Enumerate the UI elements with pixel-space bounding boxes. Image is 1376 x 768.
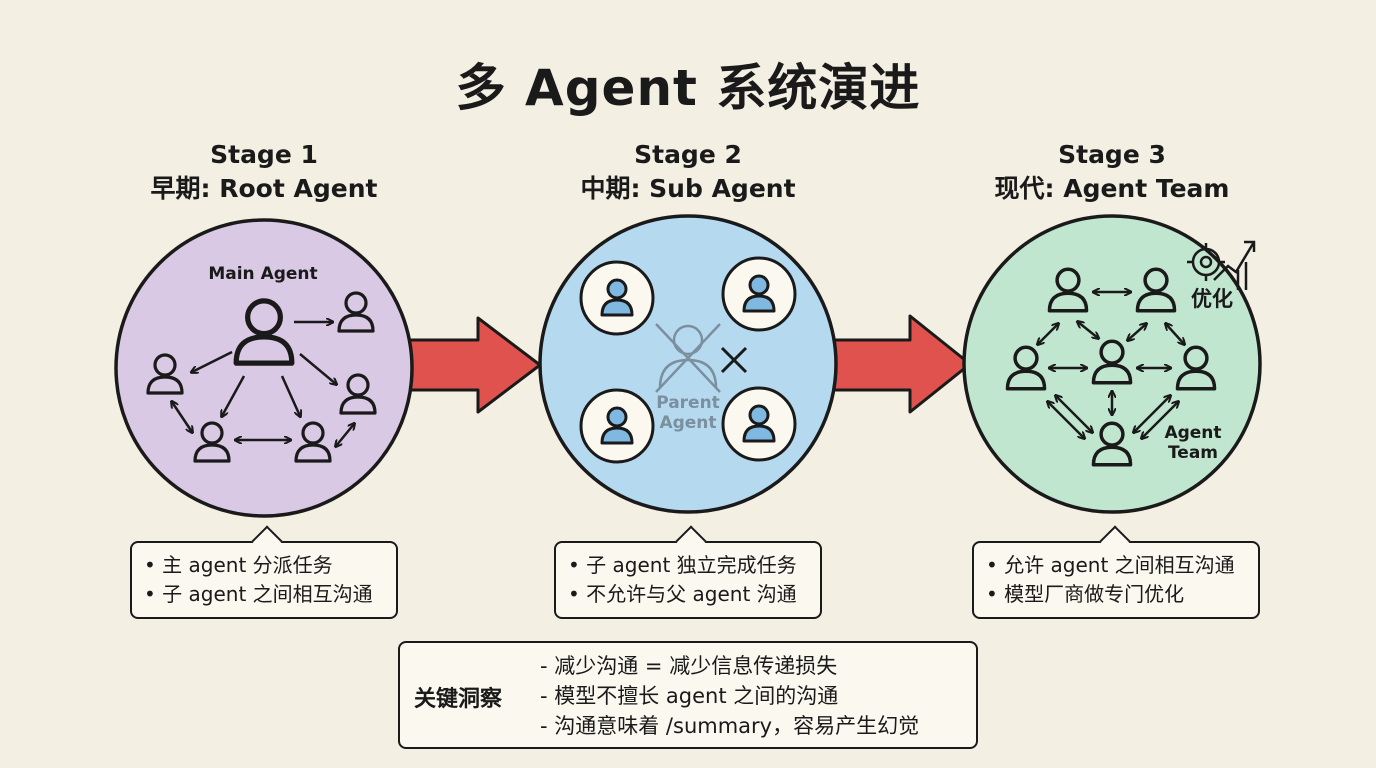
main-agent-label: Main Agent	[208, 264, 317, 284]
stage-1-header: Stage 1 早期: Root Agent	[84, 138, 444, 206]
gear-growth-icon	[1187, 240, 1256, 290]
arrow-stage2-to-stage3	[832, 314, 972, 414]
cross-icon	[720, 346, 748, 374]
stage-1-bullet: • 子 agent 之间相互沟通	[144, 582, 373, 606]
stage-1-bullet: • 主 agent 分派任务	[144, 553, 333, 577]
stage-1-number: Stage 1	[210, 140, 318, 169]
stage-1-name: 早期: Root Agent	[150, 174, 378, 203]
stage-3-circle: Agent Team 优化	[962, 214, 1262, 514]
stage-3-connections	[1038, 292, 1184, 414]
stage-3-header: Stage 3 现代: Agent Team	[932, 138, 1292, 206]
arrow-stage1-to-stage2	[408, 316, 542, 414]
stage-2-name: 中期: Sub Agent	[580, 174, 796, 203]
key-insight-list: - 减少沟通 = 减少信息传递损失 - 模型不擅长 agent 之间的沟通 - …	[540, 651, 919, 741]
key-insight-box: 关键洞察 - 减少沟通 = 减少信息传递损失 - 模型不擅长 agent 之间的…	[398, 641, 978, 749]
stage-2-number: Stage 2	[634, 140, 742, 169]
agent-team-label-line2: Team	[1168, 443, 1218, 463]
stage-1-connections	[172, 322, 354, 446]
key-insight-item: - 减少沟通 = 减少信息传递损失	[540, 654, 838, 678]
stage-2-bullet: • 不允许与父 agent 沟通	[568, 582, 797, 606]
agent-team-label-line1: Agent	[1164, 423, 1221, 443]
optimize-label: 优化	[1191, 287, 1233, 311]
stage-3-bullet: • 允许 agent 之间相互沟通	[986, 553, 1235, 577]
parent-agent-label-line2: Agent	[659, 413, 716, 433]
key-insight-label: 关键洞察	[414, 687, 503, 712]
key-insight-item: - 模型不擅长 agent 之间的沟通	[540, 684, 839, 708]
stage-2-circle: Parent Agent	[538, 214, 838, 514]
key-insight-item: - 沟通意味着 /summary，容易产生幻觉	[540, 714, 920, 738]
isolated-agent-4	[721, 386, 797, 462]
stage-3-double-links	[1048, 396, 1178, 438]
stage-3-name: 现代: Agent Team	[994, 174, 1230, 203]
stage-3-bullet: • 模型厂商做专门优化	[986, 582, 1185, 606]
isolated-agent-3	[579, 388, 655, 464]
page-title: 多 Agent 系统演进	[455, 59, 921, 117]
stage-3-number: Stage 3	[1058, 140, 1166, 169]
isolated-agent-2	[721, 256, 797, 332]
evolution-diagram: Main Agent	[114, 214, 1262, 518]
stage-1-callout: • 主 agent 分派任务 • 子 agent 之间相互沟通	[130, 525, 398, 619]
stage-2-bullet: • 子 agent 独立完成任务	[568, 553, 797, 577]
isolated-agent-1	[579, 260, 655, 336]
parent-agent-label-line1: Parent	[656, 393, 720, 413]
stage-3-callout: • 允许 agent 之间相互沟通 • 模型厂商做专门优化	[972, 525, 1260, 619]
parent-agent-faded-icon	[655, 323, 721, 393]
stage-2-header: Stage 2 中期: Sub Agent	[508, 138, 868, 206]
stage-2-callout: • 子 agent 独立完成任务 • 不允许与父 agent 沟通	[554, 525, 822, 619]
stage-1-circle: Main Agent	[114, 218, 414, 518]
